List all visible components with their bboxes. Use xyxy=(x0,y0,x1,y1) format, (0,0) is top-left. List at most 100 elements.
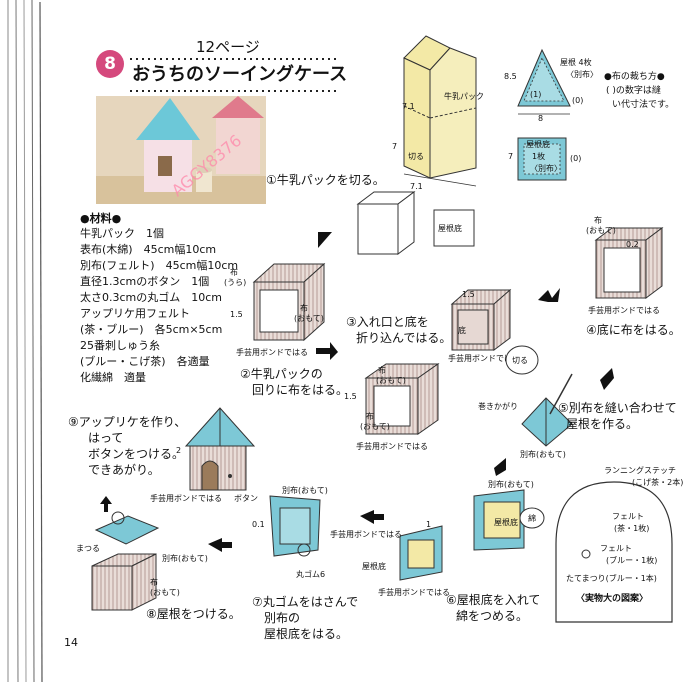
cut-box-diagram xyxy=(356,191,475,255)
bond-note-3: 手芸用ボンドではる xyxy=(448,354,520,363)
base-dimension: 7 xyxy=(508,152,514,161)
dimension-0-1: 0.1 xyxy=(252,520,265,529)
dotted-rule-bottom xyxy=(130,90,338,92)
cut-callout-label: 切る xyxy=(512,356,528,365)
roof-base-label-6: 屋根底 xyxy=(494,518,518,527)
cloth-front-sub: (おもて) xyxy=(294,314,324,323)
step-3-line-2: 折り込んではる。 xyxy=(356,331,452,345)
material-item: 牛乳パック 1個 xyxy=(80,227,164,240)
milk-carton-label: 牛乳パック xyxy=(444,92,484,101)
step-badge: 8 xyxy=(96,50,124,78)
stuffing-label: 綿 xyxy=(528,514,536,523)
felt-front-label: 別布(おもて) xyxy=(520,450,566,459)
milk-carton-diagram xyxy=(403,35,477,187)
dimension-7-1: 7.1 xyxy=(402,102,415,111)
step-5-roof xyxy=(521,373,573,447)
blind-stitch-label: たてまつり(ブルー・1本) xyxy=(566,574,657,583)
roof-width: 8 xyxy=(538,114,544,123)
pattern-pieces-diagram xyxy=(517,48,571,181)
roof-label: 屋根 4枚 xyxy=(560,58,592,67)
cloth-front-e: 布 xyxy=(150,578,158,587)
step-9-line-4: できあがり。 xyxy=(88,463,160,477)
cloth-back-sub: (うら) xyxy=(224,278,247,287)
base-label: 屋根底 xyxy=(526,140,550,149)
step-4-box xyxy=(594,227,664,299)
cloth-front-d-sub: (おもて) xyxy=(586,226,616,235)
material-item: (茶・ブルー) 各5cm×5cm xyxy=(80,323,223,336)
button-label: ボタン xyxy=(234,494,258,503)
bond-note-9: 手芸用ボンドではる xyxy=(150,494,222,503)
bond-note: 手芸用ボンドではる xyxy=(236,348,308,357)
felt-front-label-6: 別布(おもて) xyxy=(488,480,534,489)
step-6-roof-base xyxy=(473,489,545,551)
felt-front-label-8: 別布(おもて) xyxy=(162,554,208,563)
step-9-house xyxy=(184,407,256,491)
step-7-line-1: ⑦丸ゴムをはさんで xyxy=(252,595,359,609)
bond-note-3b: 手芸用ボンドではる xyxy=(356,442,428,451)
page-title: おうちのソーイングケース xyxy=(132,64,348,85)
step-9-line-1: ⑨アップリケを作り、 xyxy=(68,415,187,429)
cloth-front-b-sub: (おもて) xyxy=(376,376,406,385)
seam-allowance-0: (0) xyxy=(572,96,584,105)
step-6-box xyxy=(399,525,443,581)
dimension-1: 1 xyxy=(426,520,432,529)
cloth-front-c-sub: (おもて) xyxy=(360,422,390,431)
running-stitch-label: ランニングステッチ xyxy=(604,466,676,475)
step-3-box xyxy=(450,288,512,351)
material-item: 表布(木綿) 45cm幅10cm xyxy=(80,243,217,256)
dimension-7-1-bottom: 7.1 xyxy=(410,182,423,191)
dimension-0-2: 0.2 xyxy=(626,240,639,249)
cloth-front-d: 布 xyxy=(594,216,602,225)
cutting-note-2: ( )の数字は縫 xyxy=(606,86,661,96)
cutting-note-1: ●布の裁ち方● xyxy=(604,72,665,82)
materials-heading: ●材料● xyxy=(80,212,122,225)
cloth-front-c: 布 xyxy=(366,412,374,421)
material-item: 太さ0.3cmの丸ゴム 10cm xyxy=(80,291,223,304)
cut-label: 切る xyxy=(408,152,424,161)
dotted-rule xyxy=(130,58,338,60)
felt-front-label-7: 別布(おもて) xyxy=(282,486,328,495)
page-number: 14 xyxy=(64,636,78,649)
step-3-folded-box xyxy=(364,363,440,435)
felt-brown-sub: (茶・1枚) xyxy=(614,524,650,533)
cloth-front-label: 布 xyxy=(300,304,308,313)
step-7-roof xyxy=(269,495,321,557)
material-item: 化繊綿 適量 xyxy=(80,371,146,384)
dimension-1-5-b: 1.5 xyxy=(462,290,475,299)
dimension-7: 7 xyxy=(392,142,398,151)
step-3-line-1: ③入れ口と底を xyxy=(346,315,429,329)
felt-brown-label: フェルト xyxy=(612,512,644,521)
seam-allowance-1: (1) xyxy=(530,90,542,99)
callout-2: 2 xyxy=(176,446,182,455)
cutting-note-3: い代寸法です。 xyxy=(612,100,675,110)
material-item: アップリケ用フェルト xyxy=(80,307,190,320)
step-9-line-3: ボタンをつける。 xyxy=(88,447,185,461)
cloth-front-b: 布 xyxy=(378,366,386,375)
dimension-1-5-c: 1.5 xyxy=(344,392,357,401)
bond-note-7: 手芸用ボンドではる xyxy=(330,530,402,539)
step-7-line-2: 別布の xyxy=(264,611,301,625)
cut-callout xyxy=(505,345,539,375)
step-9-line-2: はって xyxy=(88,431,124,445)
step-4: ④底に布をはる。 xyxy=(586,323,681,337)
base-count: 1枚 xyxy=(532,152,546,161)
page-edges xyxy=(0,0,46,682)
roof-base-label-6b: 屋根底 xyxy=(362,562,386,571)
dimension-1-5: 1.5 xyxy=(230,310,243,319)
base-sub: 〈別布〉 xyxy=(530,164,562,173)
base-seam: (0) xyxy=(570,154,582,163)
roof-height: 8.5 xyxy=(504,72,517,81)
step-2-line-1: ②牛乳パックの xyxy=(240,367,323,381)
running-stitch-sub: (こげ茶・2本) xyxy=(632,478,684,487)
step-5-line-2: 屋根を作る。 xyxy=(566,417,639,431)
cloth-front-e-sub: (おもて) xyxy=(150,588,180,597)
pattern-caption: 〈実物大の図案〉 xyxy=(576,594,649,604)
step-5-line-1: ⑤別布を縫い合わせて xyxy=(558,401,677,415)
step-2-line-2: 回りに布をはる。 xyxy=(252,383,349,397)
material-item: 25番刺しゅう糸 xyxy=(80,339,160,352)
product-photo xyxy=(96,96,266,204)
base-piece-label: 屋根底 xyxy=(438,224,462,233)
base-label-step3: 底 xyxy=(458,326,466,335)
